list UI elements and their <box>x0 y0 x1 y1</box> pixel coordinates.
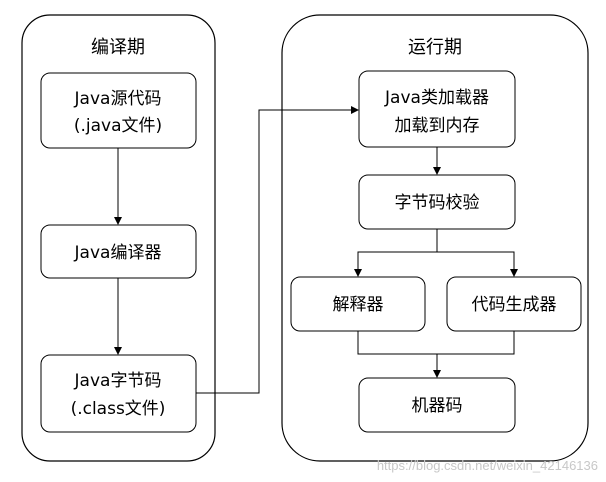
watermark: https://blog.csdn.net/weixin_42146136 <box>377 458 598 473</box>
machine-code-label: 机器码 <box>412 396 463 416</box>
runtime-title: 运行期 <box>408 37 462 58</box>
class-loader-label: Java类加载器 <box>384 88 489 108</box>
bytecode-verifier-label: 字节码校验 <box>395 193 480 213</box>
edge-merge <box>357 331 515 355</box>
interpreter-label: 解释器 <box>333 295 384 315</box>
bytecode-box <box>40 354 197 433</box>
edge-verifier-to-interpreter <box>354 251 437 277</box>
bytecode-label: Java字节码 <box>74 371 162 391</box>
source-code-box <box>40 72 197 149</box>
bytecode-ext-label: (.class文件) <box>71 399 166 419</box>
load-to-memory-label: 加载到内存 <box>395 116 480 136</box>
source-code-label: Java源代码 <box>74 89 162 109</box>
source-code-ext-label: (.java文件) <box>74 116 162 136</box>
edge-verifier-to-codegen <box>437 251 518 277</box>
machine-code-box <box>358 377 516 433</box>
compiler-label: Java编译器 <box>74 243 162 263</box>
edge-bytecode-to-loader <box>196 106 359 394</box>
compile-time-title: 编译期 <box>91 37 145 58</box>
code-generator-label: 代码生成器 <box>472 295 557 315</box>
